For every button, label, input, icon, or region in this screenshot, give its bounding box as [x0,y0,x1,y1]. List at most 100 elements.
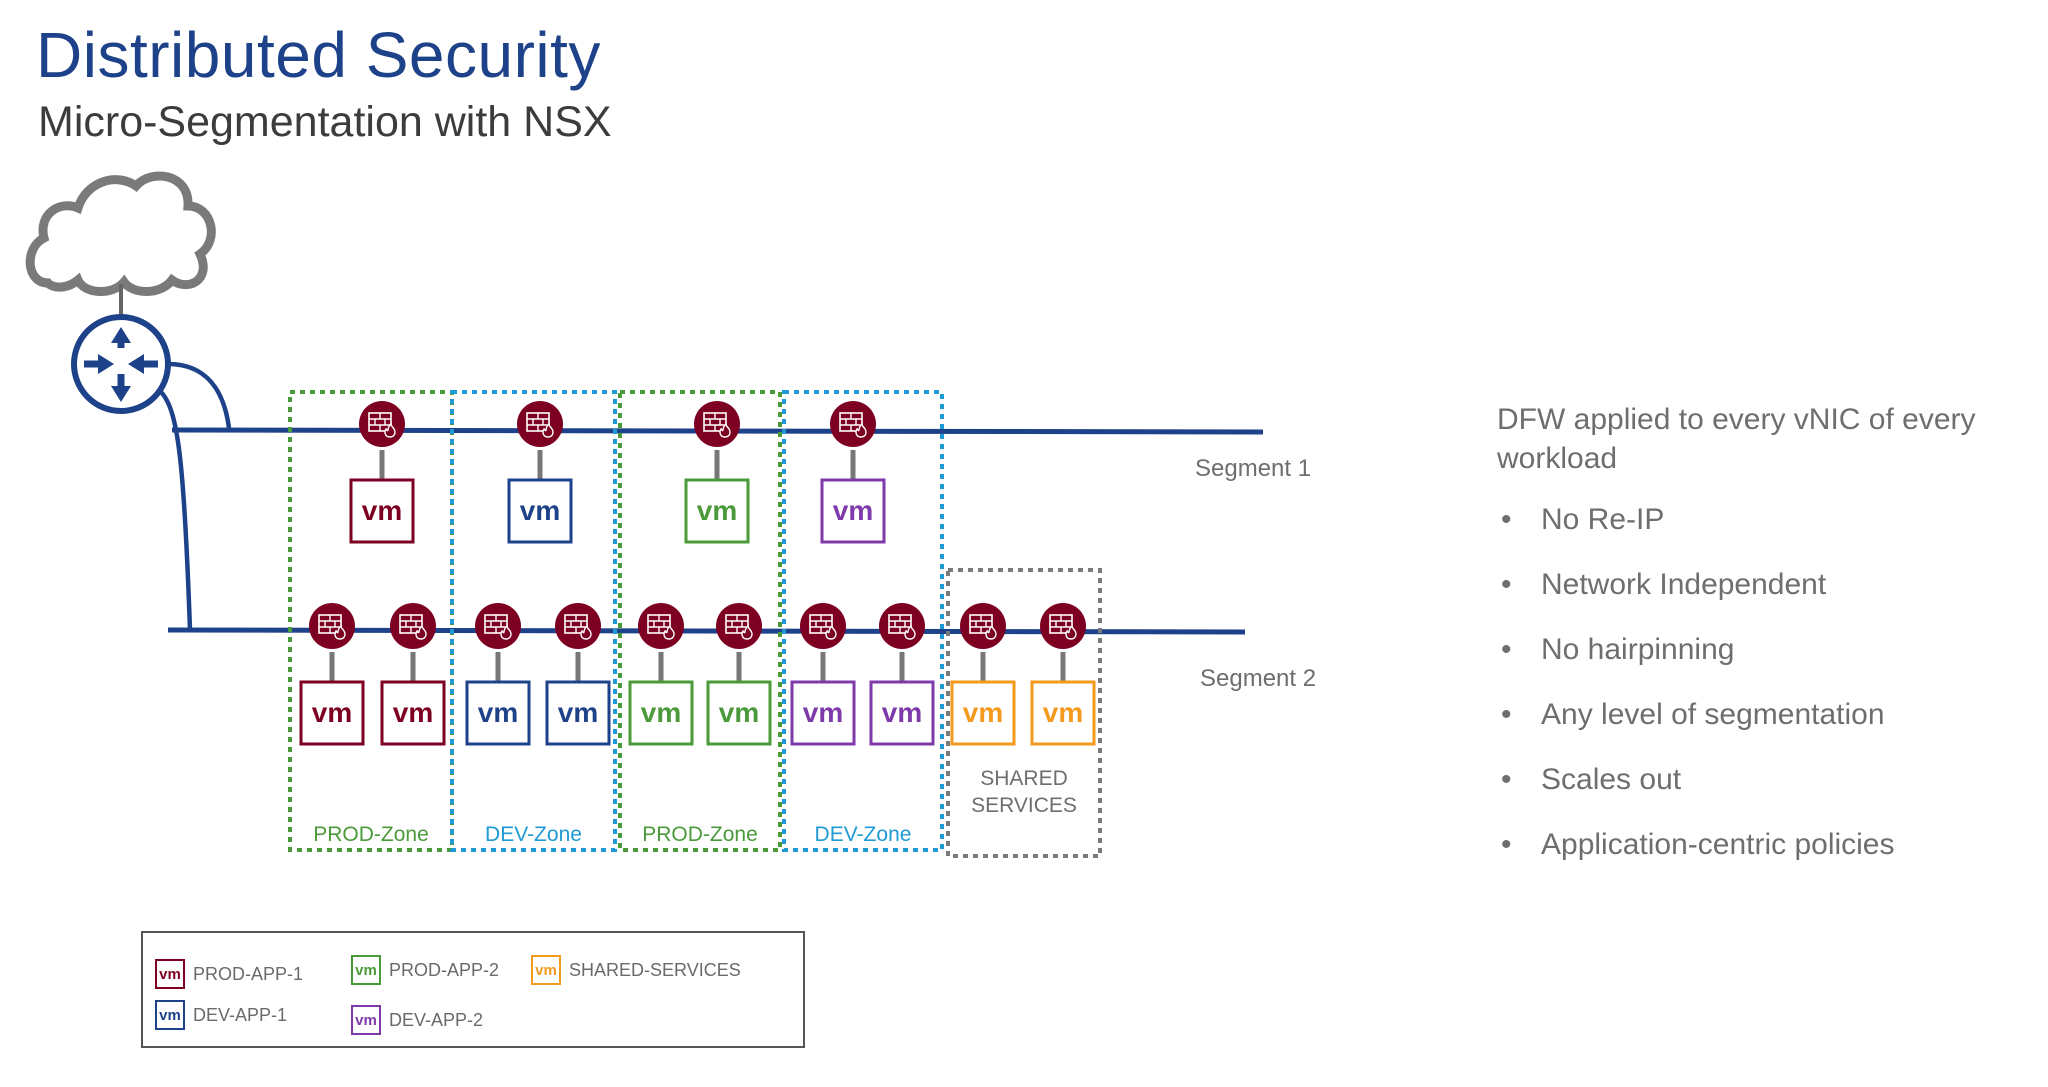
router-segment2-link [159,390,193,631]
zone-label: SERVICES [971,794,1077,817]
legend-item-dev-app-1: vm DEV-APP-1 [155,1000,287,1030]
vm-label: vm [362,495,402,526]
workload-dev-app-2[interactable]: vm [820,401,886,544]
zone-label: DEV-Zone [485,823,582,846]
legend: vm PROD-APP-1 vm DEV-APP-1 vm PROD-APP-2… [141,931,805,1048]
workload-prod-app-2[interactable]: vm [706,603,772,746]
workload-prod-app-1[interactable]: vm [299,603,365,746]
zone-label: PROD-Zone [642,823,758,846]
firewall-icon[interactable] [879,603,925,649]
firewall-icon[interactable] [517,401,563,447]
zone-border [782,390,944,852]
vm-label: vm [641,697,681,728]
firewall-icon[interactable] [800,603,846,649]
firewall-icon[interactable] [390,603,436,649]
vm-label: vm [520,495,560,526]
zone-label: DEV-Zone [815,823,912,846]
zone-prod: PROD-Zone [618,390,782,852]
firewall-icon[interactable] [694,401,740,447]
feature-intro: DFW applied to every vNIC of every workl… [1497,403,1976,475]
firewall-icon[interactable] [638,603,684,649]
workload-shared-services[interactable]: vm [1030,603,1096,746]
workload-shared-services[interactable]: vm [950,603,1016,746]
firewall-icon[interactable] [555,603,601,649]
workload-prod-app-2[interactable]: vm [684,401,750,544]
feature-list: DFW applied to every vNIC of every workl… [1497,400,2017,890]
vm-label: vm [393,697,433,728]
zone-shared: SHARED SERVICES [946,568,1102,858]
vm-icon: vm [155,1000,185,1030]
vm-icon[interactable]: vm [706,680,772,746]
bullet-icon: • [1501,763,1512,796]
vm-icon[interactable]: vm [299,680,365,746]
workload-dev-app-1[interactable]: vm [507,401,573,544]
legend-item-shared-services: vm SHARED-SERVICES [531,955,741,985]
firewall-icon[interactable] [475,603,521,649]
firewall-icon[interactable] [359,401,405,447]
vm-icon[interactable]: vm [507,478,573,544]
vm-icon: vm [351,955,381,985]
feature-item: •Scales out [1497,760,2017,825]
firewall-icon[interactable] [716,603,762,649]
feature-item: •Application-centric policies [1497,825,2017,890]
workload-dev-app-1[interactable]: vm [465,603,531,746]
vm-icon[interactable]: vm [545,680,611,746]
bullet-icon: • [1501,698,1512,731]
firewall-icon[interactable] [309,603,355,649]
vm-icon[interactable]: vm [465,680,531,746]
workload-dev-app-2[interactable]: vm [790,603,856,746]
feature-item: •No Re-IP [1497,500,2017,565]
page-subtitle: Micro-Segmentation with NSX [38,98,612,146]
vm-label: vm [882,697,922,728]
zone-dev: DEV-Zone [450,390,617,852]
vm-icon: vm [531,955,561,985]
feature-item: •No hairpinning [1497,630,2017,695]
workload-prod-app-2[interactable]: vm [628,603,694,746]
legend-item-dev-app-2: vm DEV-APP-2 [351,1005,483,1035]
router-segment1-link [167,361,232,429]
workload-prod-app-1[interactable]: vm [349,401,415,544]
firewall-icon[interactable] [1040,603,1086,649]
vm-icon: vm [351,1005,381,1035]
vm-label: vm [558,697,598,728]
vm-icon[interactable]: vm [790,680,856,746]
legend-item-prod-app-2: vm PROD-APP-2 [351,955,499,985]
segment-1-label: Segment 1 [1195,455,1311,482]
vm-icon[interactable]: vm [1030,680,1096,746]
vm-label: vm [312,697,352,728]
vm-icon[interactable]: vm [820,478,886,544]
feature-item: •Network Independent [1497,565,2017,630]
bullet-icon: • [1501,633,1512,666]
segment-2-label: Segment 2 [1200,665,1316,692]
vm-icon[interactable]: vm [349,478,415,544]
bullet-icon: • [1501,503,1512,536]
workload-dev-app-1[interactable]: vm [545,603,611,746]
cloud-icon [25,171,216,296]
vm-label: vm [963,697,1003,728]
vm-icon[interactable]: vm [869,680,935,746]
router-icon [71,314,171,414]
workload-dev-app-2[interactable]: vm [869,603,935,746]
vm-icon[interactable]: vm [380,680,446,746]
zone-label: PROD-Zone [313,823,429,846]
workload-prod-app-1[interactable]: vm [380,603,446,746]
feature-item: •Any level of segmentation [1497,695,2017,760]
zone-border [618,390,782,852]
firewall-icon[interactable] [960,603,1006,649]
vm-icon[interactable]: vm [684,478,750,544]
vm-label: vm [803,697,843,728]
vm-icon[interactable]: vm [950,680,1016,746]
bullet-icon: • [1501,828,1512,861]
zone-border [450,390,617,852]
vm-label: vm [697,495,737,526]
vm-icon: vm [155,959,185,989]
vm-label: vm [719,697,759,728]
vm-label: vm [833,495,873,526]
zone-border [946,568,1102,858]
zone-dev: DEV-Zone [782,390,944,852]
vm-label: vm [478,697,518,728]
firewall-icon[interactable] [830,401,876,447]
vm-icon[interactable]: vm [628,680,694,746]
zone-label: SHARED [980,767,1068,790]
